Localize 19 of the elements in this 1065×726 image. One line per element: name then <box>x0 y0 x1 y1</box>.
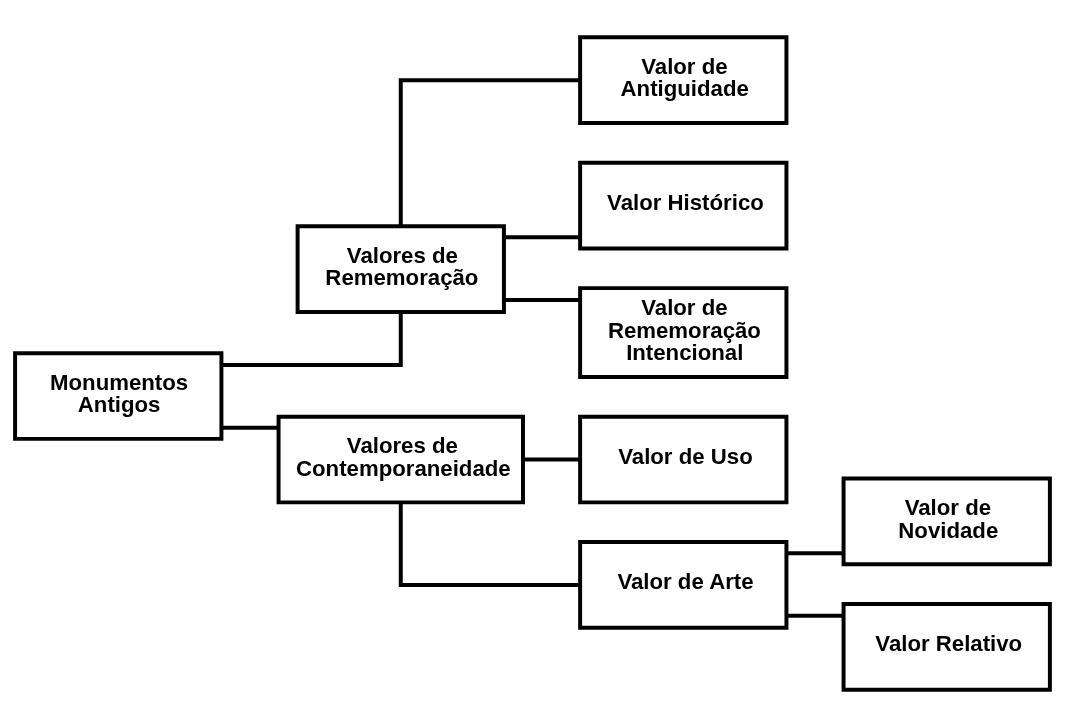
connector <box>786 550 844 555</box>
connector <box>398 502 581 587</box>
node-box: Monumentos Antigos <box>13 350 224 441</box>
node-box: Valor de Uso <box>578 414 789 504</box>
connector <box>398 77 581 226</box>
node-box: Valor de Novidade <box>841 476 1052 566</box>
node-box: Valor Relativo <box>841 601 1052 692</box>
connector <box>523 457 580 461</box>
connector <box>221 311 403 367</box>
connector <box>503 297 580 302</box>
node-box: Valor de Antiguidade <box>578 34 789 125</box>
node-box: Valor de Arte <box>578 539 789 630</box>
connector <box>221 425 279 430</box>
node-box: Valores de Contemporaneidade <box>276 414 525 504</box>
node-box: Valor de Rememoração Intencional <box>578 285 789 379</box>
connector <box>786 613 844 618</box>
node-box: Valores de Rememoração <box>295 223 506 314</box>
node-box: Valor Histórico <box>578 160 789 250</box>
connector <box>503 234 580 239</box>
